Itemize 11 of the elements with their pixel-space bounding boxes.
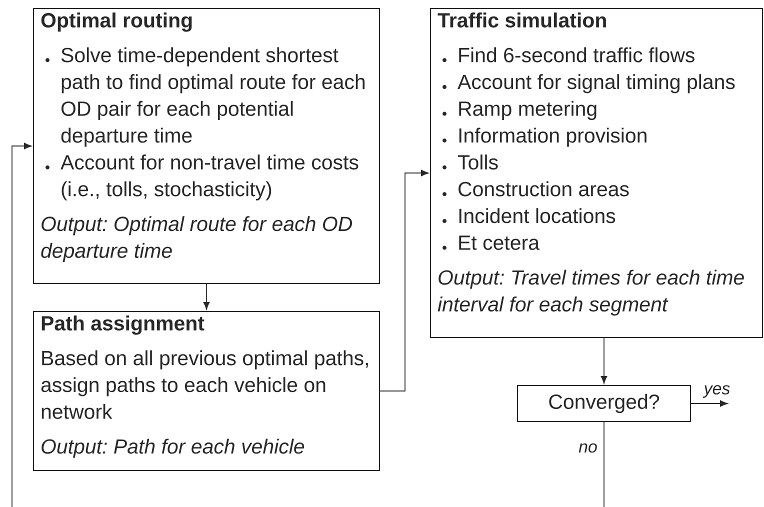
edge-label: yes bbox=[702, 385, 730, 398]
process-box: Optimal routing Solve time-dependent shortest path to find optimal route for each OD pair for each potential departure time Account for non-travel time costs (i.e., tolls, stochasticity) Output: Optimal route for each OD departure time bbox=[33, 8, 380, 284]
decision-box: Converged? bbox=[517, 385, 691, 422]
arrow bbox=[600, 338, 608, 384]
process-box: Traffic simulation Find 6-second traffic flows Account for signal timing plans Ramp metering Information provision Tolls Construction areas Incident locations Et cetera Output: Travel times for each time interval for each segment bbox=[430, 8, 763, 338]
arrow bbox=[12, 142, 32, 507]
arrow bbox=[690, 400, 728, 407]
process-box: Path assignment Based on all previous optimal paths, assign paths to each vehicle on network Output: Path for each vehicle bbox=[33, 311, 380, 471]
arrow bbox=[380, 170, 429, 392]
arrow bbox=[203, 284, 210, 310]
edge-label: no bbox=[578, 443, 597, 453]
